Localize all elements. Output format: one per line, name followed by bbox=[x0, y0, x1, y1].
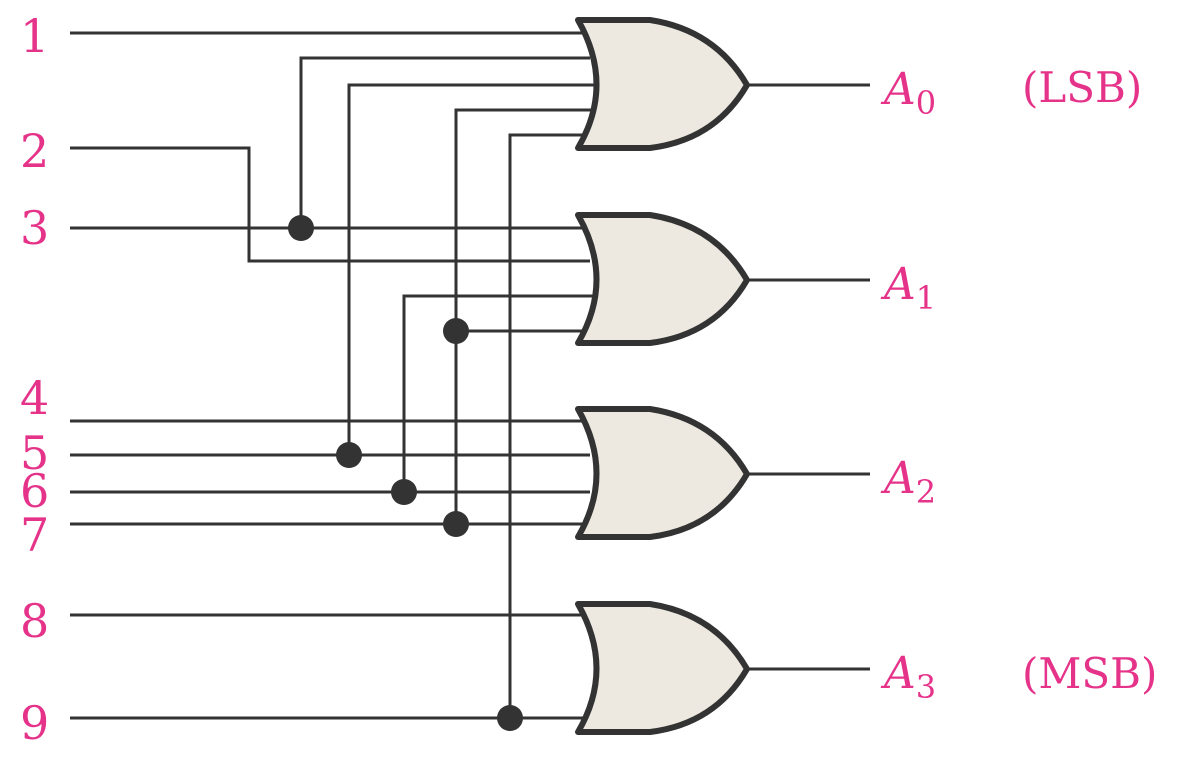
output-label-letter: A bbox=[880, 648, 916, 699]
or-gate-a2 bbox=[575, 406, 750, 540]
output-labels: A0 (LSB) A1 A2 A3 (MSB) bbox=[880, 63, 1157, 706]
input-label-9: 9 bbox=[20, 696, 49, 750]
junction-dot bbox=[497, 705, 523, 731]
output-label-subscript: 3 bbox=[916, 668, 936, 706]
junction-dot bbox=[391, 479, 417, 505]
wire-input-2 bbox=[70, 146, 590, 263]
or-gate-a0 bbox=[575, 17, 750, 151]
output-label-a2: A2 bbox=[880, 453, 936, 511]
output-label-letter: A bbox=[880, 453, 916, 504]
wire-tap-5-to-a0 bbox=[347, 83, 595, 455]
output-label-subscript: 1 bbox=[916, 279, 936, 317]
input-label-2: 2 bbox=[20, 124, 49, 178]
or-gate-shape bbox=[575, 406, 750, 540]
input-label-6: 6 bbox=[20, 464, 49, 518]
junctions bbox=[288, 215, 523, 731]
junction-dot bbox=[443, 511, 469, 537]
output-label-a0: A0 bbox=[880, 64, 936, 122]
output-label-a1: A1 bbox=[880, 259, 936, 317]
wire-tap-9-to-a0 bbox=[508, 133, 590, 718]
output-label-a3: A3 bbox=[880, 648, 936, 706]
output-label-letter: A bbox=[880, 259, 916, 310]
junction-dot bbox=[443, 318, 469, 344]
or-gate-shape bbox=[575, 17, 750, 151]
input-label-4: 4 bbox=[20, 371, 49, 425]
gates bbox=[575, 17, 750, 735]
output-label-subscript: 2 bbox=[916, 473, 936, 511]
or-gate-shape bbox=[575, 601, 750, 735]
input-label-1: 1 bbox=[20, 9, 49, 63]
wire-tap-3-to-a0 bbox=[299, 56, 590, 228]
or-gate-a1 bbox=[575, 212, 750, 346]
wires bbox=[70, 31, 870, 720]
output-label-letter: A bbox=[880, 64, 916, 115]
lsb-note: (LSB) bbox=[1022, 63, 1142, 112]
input-label-3: 3 bbox=[20, 201, 49, 255]
input-label-7: 7 bbox=[20, 508, 49, 562]
msb-note: (MSB) bbox=[1022, 649, 1157, 698]
junction-dot bbox=[288, 215, 314, 241]
wire-tap-6-to-a1 bbox=[402, 294, 595, 492]
junction-dot bbox=[336, 442, 362, 468]
output-label-subscript: 0 bbox=[916, 84, 936, 122]
input-label-5: 5 bbox=[20, 426, 49, 480]
or-gate-a3 bbox=[575, 601, 750, 735]
or-gate-shape bbox=[575, 212, 750, 346]
input-label-8: 8 bbox=[20, 594, 49, 648]
wire-tap-7-to-a0 bbox=[454, 108, 595, 524]
input-labels: 1 2 3 4 5 6 7 8 9 bbox=[20, 9, 49, 750]
